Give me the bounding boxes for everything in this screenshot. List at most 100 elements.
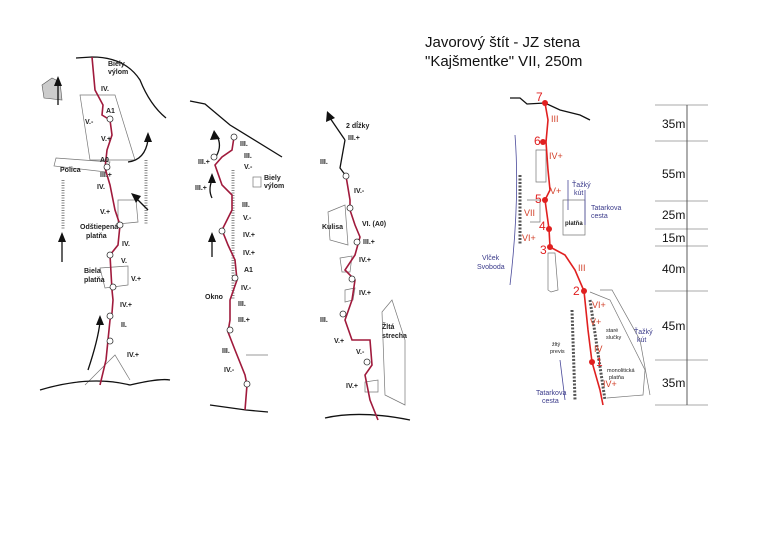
grade: V.+ [334, 338, 344, 345]
grade: IV.+ [127, 352, 139, 359]
rock-block [252, 176, 262, 188]
label: 2 dĺžky [346, 121, 369, 130]
note: previs [550, 349, 565, 355]
arrow-icon [58, 232, 66, 242]
label: výlom [108, 69, 128, 76]
arrow-icon [326, 111, 335, 122]
variant-line [600, 289, 651, 396]
belay-points [339, 172, 371, 366]
grade: IV. [101, 86, 109, 93]
belay-number: 1 [596, 355, 603, 369]
arrow-icon [208, 232, 216, 242]
rock-outline-biela [99, 265, 129, 289]
note: cesta [591, 213, 608, 220]
label: platňa [84, 277, 105, 284]
grade: IV+ [549, 151, 563, 161]
crack-hatch [588, 299, 607, 401]
topo-4: 7 6 5 4 3 2 1 III IV+ V+ VII VI+ III VI+… [477, 90, 653, 406]
rock-outline [84, 354, 131, 386]
pitch-length-scale: 35m 55m 25m 15m 40m 45m 35m [655, 104, 708, 406]
grade: V.+ [100, 209, 110, 216]
pitch-length: 35m [662, 376, 685, 390]
arrow-icon [131, 193, 141, 203]
title-line2: "Kajšmentke" VII, 250m [425, 53, 582, 70]
route-line [214, 136, 248, 411]
note: slučky [606, 335, 622, 341]
grade: III.+ [100, 172, 112, 179]
pitch-length: 25m [662, 208, 685, 222]
belay-points [103, 115, 124, 345]
grade: IV.+ [243, 250, 255, 257]
grade: V.- [243, 215, 252, 222]
crack-hatch [570, 309, 577, 401]
ground-line [209, 404, 269, 413]
grade: VI+ [522, 233, 536, 243]
pitch-length: 40m [662, 262, 685, 276]
route-line [91, 56, 121, 386]
arrow-icon [144, 132, 152, 142]
grade: V.- [85, 119, 94, 126]
note: Tatarkova [536, 390, 566, 397]
rock-block [339, 255, 353, 273]
grade: III.+ [195, 185, 207, 192]
label: Biely [108, 61, 125, 68]
note: Ťažký [572, 180, 591, 189]
pitch-length: 55m [662, 167, 685, 181]
title-line1: Javorový štít - JZ stena [425, 34, 581, 51]
approach-line [339, 139, 347, 177]
grade: V.- [244, 164, 253, 171]
arrow-icon [54, 76, 62, 86]
arrow-line [87, 321, 101, 371]
note: platňa [565, 221, 583, 227]
arrow-icon [210, 130, 220, 140]
grade: IV+ [603, 379, 617, 389]
variant-vlcek [509, 134, 518, 286]
label: výlom [264, 183, 284, 190]
grade: III. [238, 301, 246, 308]
grade: III.+ [348, 135, 360, 142]
grade: IV.+ [359, 257, 371, 264]
arrow-icon [208, 173, 216, 183]
belay-number: 4 [539, 219, 546, 233]
pitch-length: 35m [662, 117, 685, 131]
rock-outline [381, 299, 406, 406]
label: platňa [86, 233, 107, 240]
arrow-line [329, 117, 346, 141]
pitch-length: 45m [662, 319, 685, 333]
grade: IV.+ [120, 302, 132, 309]
topo-1: Biely výlom IV. A1 V.- V.+ A0 Polica III… [39, 56, 171, 391]
belay-points [210, 133, 251, 388]
belay-number: 7 [536, 90, 543, 104]
grade: III [578, 263, 586, 273]
ground-line [324, 413, 411, 421]
grade: III.+ [198, 159, 210, 166]
grade: IV. [97, 184, 105, 191]
grade: IV.- [354, 188, 365, 195]
topo-2: III. III. III.+ V.- Biely výlom III.+ II… [189, 100, 284, 413]
label: Kulisa [322, 224, 343, 231]
label: Odštiepená [80, 224, 118, 231]
rock-platna [562, 199, 586, 236]
grade: III.+ [238, 317, 250, 324]
label: Biely [264, 175, 281, 182]
belay-number: 6 [534, 134, 541, 148]
label: Žltá [382, 322, 395, 331]
grade: V+ [590, 317, 601, 327]
belay-points [540, 100, 595, 365]
grade: III. [320, 317, 328, 324]
note: staré [606, 328, 618, 334]
skyline [510, 97, 591, 121]
rock-block [344, 287, 356, 303]
rock-outline [589, 291, 646, 399]
arrow-line [127, 139, 149, 163]
grade: III. [320, 159, 328, 166]
belay-number: 2 [573, 284, 580, 298]
grade: A1 [106, 108, 115, 115]
note: Svoboda [477, 264, 505, 271]
grade: III.+ [363, 239, 375, 246]
grade: IV.+ [243, 232, 255, 239]
pitch-length: 15m [662, 231, 685, 245]
note: Ťažký [634, 327, 653, 336]
rock-block [535, 149, 547, 183]
